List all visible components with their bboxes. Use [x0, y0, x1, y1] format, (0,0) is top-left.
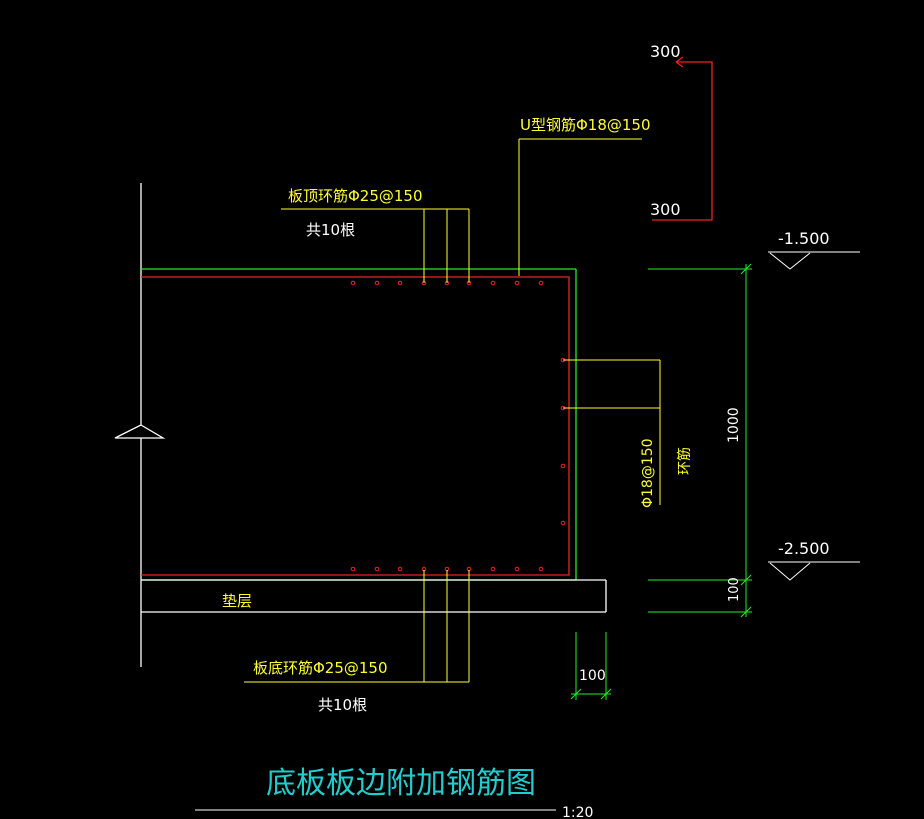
u-rebar-leader — [518, 138, 642, 276]
dim-100-offset: 100 — [579, 668, 606, 684]
rebar-dot — [490, 566, 496, 572]
rebar-dot — [560, 463, 566, 469]
u-rebar-label: U型钢筋Φ18@150 — [520, 116, 651, 134]
rebar-dot — [538, 566, 544, 572]
side-ring-label: 环筋 — [676, 447, 693, 475]
rebar-dot — [560, 520, 566, 526]
rebar-dot — [397, 566, 403, 572]
ring-rebar-outline — [141, 276, 570, 576]
bottom-ring-leader — [244, 570, 470, 683]
rebar-dot — [514, 566, 520, 572]
vertical-dimension — [648, 263, 752, 618]
cushion-label: 垫层 — [222, 592, 252, 610]
rebar-dots — [350, 280, 566, 572]
elevation-bottom: -2.500 — [778, 539, 830, 558]
top-ring-label: 板顶环筋Φ25@150 — [288, 187, 423, 205]
elevation-marker-bottom — [768, 561, 860, 581]
cushion-layer — [141, 579, 607, 613]
rebar-dot — [350, 280, 356, 286]
rebar-dot — [538, 280, 544, 286]
rebar-dot — [374, 280, 380, 286]
dim-cushion-thickness: 100 — [727, 577, 742, 602]
side-rebar-leader — [563, 359, 661, 505]
rebar-dot — [397, 280, 403, 286]
horizontal-dimension — [570, 632, 612, 700]
bottom-ring-label: 板底环筋Φ25@150 — [253, 659, 388, 677]
u-rebar-shape-detail — [652, 56, 713, 221]
side-rebar-label: Φ18@150 — [640, 438, 656, 508]
break-line — [114, 183, 166, 667]
drawing-title: 底板板边附加钢筋图 — [266, 766, 536, 801]
bottom-ring-count: 共10根 — [318, 696, 367, 714]
rebar-dot — [374, 566, 380, 572]
dim-300-top: 300 — [650, 42, 681, 61]
elevation-top: -1.500 — [778, 229, 830, 248]
rebar-dot — [514, 280, 520, 286]
drawing-scale: 1:20 — [562, 805, 593, 819]
dim-300-bottom: 300 — [650, 200, 681, 219]
slab-outline — [141, 268, 577, 581]
dim-thickness: 1000 — [726, 407, 742, 443]
elevation-marker-top — [768, 251, 860, 270]
top-ring-leader — [281, 208, 470, 283]
rebar-dot — [490, 280, 496, 286]
top-ring-count: 共10根 — [306, 221, 355, 239]
rebar-dot — [350, 566, 356, 572]
